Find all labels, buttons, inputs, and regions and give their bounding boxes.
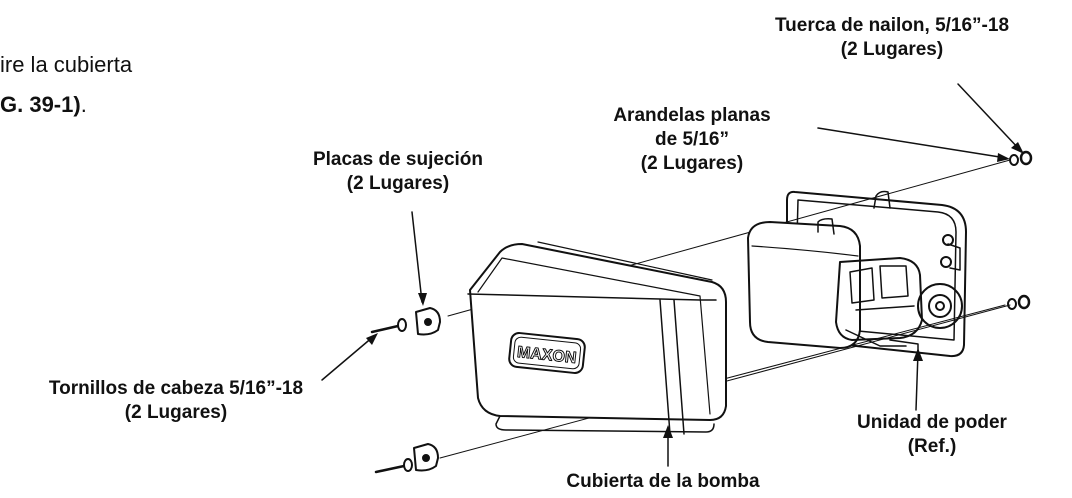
figure-reference: G. 39-1) [0,92,81,117]
washers-label: Arandelas planas [613,105,771,126]
arrowheads [366,142,1024,438]
cap-screw-upper [370,318,407,334]
intro-line-1: ire la cubierta [0,52,133,77]
plates-callout: Placas de sujeción (2 Lugares) [268,148,528,196]
washers-callout: Arandelas planas de 5/16” (2 Lugares) [572,104,812,176]
power-unit-label: Unidad de poder [857,412,1007,433]
intro-line-2: G. 39-1). [0,92,87,118]
hold-down-plate-lower [413,443,439,472]
pump-cover: MAXON [467,241,727,435]
washers-qty: (2 Lugares) [640,153,744,174]
leader-lines [321,83,1021,467]
flat-washer-upper [1009,154,1019,166]
plates-qty: (2 Lugares) [346,173,450,194]
nylon-nut-upper [1019,150,1033,166]
screws-callout: Tornillos de cabeza 5/16”-18 (2 Lugares) [6,377,346,425]
power-unit-callout: Unidad de poder (Ref.) [832,411,1032,459]
pump-cover-label: Cubierta de la bomba [566,471,760,492]
hold-down-plate-upper [415,307,441,336]
nut-label: Tuerca de nailon, 5/16”-18 [774,15,1010,36]
nylon-nut-lower [1017,294,1031,310]
washers-size: de 5/16” [655,129,729,150]
power-unit-ref: (Ref.) [907,436,957,457]
screws-label: Tornillos de cabeza 5/16”-18 [48,378,304,399]
nut-callout: Tuerca de nailon, 5/16”-18 (2 Lugares) [724,14,1060,62]
plates-label: Placas de sujeción [312,149,484,170]
nut-qty: (2 Lugares) [840,39,944,60]
cap-screw-lower [374,458,413,474]
intro-period: . [80,92,87,117]
power-unit [747,190,967,358]
flat-washer-lower [1007,298,1017,310]
pump-cover-callout: Cubierta de la bomba [528,470,798,494]
screws-qty: (2 Lugares) [124,402,228,423]
